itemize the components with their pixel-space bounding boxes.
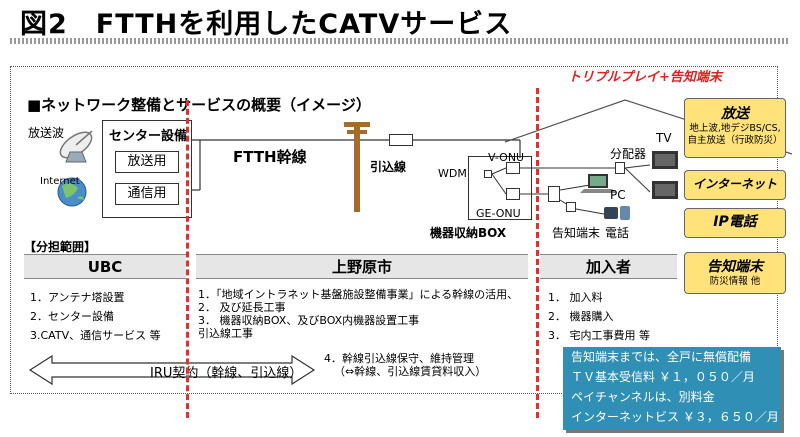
equipment-box-enclosure: [468, 156, 532, 220]
list-item: 1． 加入料: [548, 291, 603, 304]
city-list: 1．「地域イントラネット基盤施設整備事業」による幹線の活用、 2． 及び延長工事…: [198, 288, 518, 340]
center-equipment-box: センター設備 放送用 通信用: [102, 120, 192, 218]
divider-city-subscriber: [536, 88, 539, 418]
service-ip-phone: IP電話: [684, 208, 786, 238]
ubc-list: 1．アンテナ塔設置 2．センター設備 3.CATV、通信サービス 等: [30, 288, 161, 345]
ubc-header: UBC: [24, 254, 186, 279]
notice-line: インターネットビス ￥３，６５０／月: [571, 410, 779, 424]
list-item: 引込線工事: [198, 327, 253, 340]
service-title: 放送: [721, 106, 749, 122]
list-item: 2． 機器購入: [548, 310, 614, 323]
tv-label: TV: [656, 131, 672, 145]
utility-pole-icon: [344, 122, 370, 212]
service-sub: 地上波,地デジBS/CS,自主放送（行政防災）: [687, 123, 783, 146]
satellite-dish-icon: [59, 130, 93, 163]
city-item4: 4．幹線引込線保守、維持管理 （⇔幹線、引込線賃貸料収入）: [324, 352, 486, 378]
city-header: 上野原市: [196, 254, 528, 279]
phone-label: 電話: [605, 226, 630, 240]
triple-play-label: トリプルプレイ+告知端末: [568, 70, 722, 85]
closure-box: [389, 134, 413, 146]
ge-onu-box: [506, 188, 520, 200]
hub-box: [548, 186, 560, 202]
center-equipment-label: センター設備: [109, 129, 188, 144]
list-item: 1．アンテナ塔設置: [30, 291, 125, 304]
wdm-box: [484, 170, 492, 178]
service-internet: インターネット: [684, 170, 786, 200]
overview-heading: ■ネットワーク整備とサービスの概要（イメージ）: [27, 96, 371, 114]
service-title: インターネット: [692, 177, 777, 191]
page-title: 図2 FTTHを利用したCATVサービス: [20, 9, 513, 40]
splitter-box: [615, 162, 625, 174]
broadcast-wave-label: 放送波: [28, 126, 65, 140]
wdm-label: WDM: [438, 167, 467, 180]
list-item: 3.CATV、通信サービス 等: [30, 329, 161, 342]
subscriber-header: 加入者: [540, 254, 677, 279]
internet-globe-icon: [57, 177, 87, 207]
pc-label: PC: [610, 188, 626, 202]
tv-icon: [652, 151, 678, 199]
communication-use-box: 通信用: [115, 183, 179, 205]
list-item: 3． 宅内工事費用 等: [548, 329, 650, 342]
internet-label: Internet: [40, 176, 80, 187]
pc-icon: [580, 174, 616, 193]
list-item: 2．センター設備: [30, 310, 114, 323]
service-title: 告知端末: [707, 259, 763, 275]
v-onu-label: V-ONU: [488, 151, 525, 164]
phone-icon: [604, 206, 630, 220]
title-divider: [10, 38, 790, 44]
notice-line: ＴＶ基本受信料 ￥１，０５０／月: [571, 370, 755, 384]
list-item: 3． 機器収納BOX、及びBOX内機器設置工事: [198, 314, 420, 327]
equipment-box-label: 機器収納BOX: [430, 226, 507, 240]
splitter-label: 分配器: [610, 147, 647, 161]
drop-line-label: 引込線: [370, 160, 407, 174]
ge-onu-label: GE-ONU: [476, 207, 521, 220]
notice-line: ペイチャンネルは、別料金: [571, 390, 715, 404]
service-sub: 防災情報 他: [709, 276, 761, 287]
v-onu-box: [506, 162, 520, 174]
list-item: 2． 及び延長工事: [198, 301, 286, 314]
service-broadcast: 放送 地上波,地デジBS/CS,自主放送（行政防災）: [684, 98, 786, 158]
pricing-notice: 告知端末までは、全戸に無償配備 ＴＶ基本受信料 ￥１，０５０／月 ペイチャンネル…: [563, 347, 781, 430]
broadcast-use-box: 放送用: [115, 151, 179, 173]
ftth-trunk-label: FTTH幹線: [233, 148, 307, 166]
notice-terminal-label: 告知端末: [552, 226, 601, 240]
list-item: （⇔幹線、引込線賃貸料収入）: [334, 365, 487, 378]
notice-line: 告知端末までは、全戸に無償配備: [571, 350, 752, 364]
list-item: 1．「地域イントラネット基盤施設整備事業」による幹線の活用、: [198, 288, 519, 301]
notice-terminal-box: [566, 202, 576, 212]
service-notice-terminal: 告知端末 防災情報 他: [684, 252, 786, 294]
burden-title: 【分担範囲】: [24, 240, 97, 254]
subscriber-list: 1． 加入料 2． 機器購入 3． 宅内工事費用 等: [548, 288, 650, 345]
list-item: 4．幹線引込線保守、維持管理: [324, 352, 474, 365]
iru-contract-label: IRU契約（幹線、引込線）: [150, 366, 303, 381]
service-title: IP電話: [713, 214, 757, 230]
divider-ubc-city: [186, 100, 189, 418]
